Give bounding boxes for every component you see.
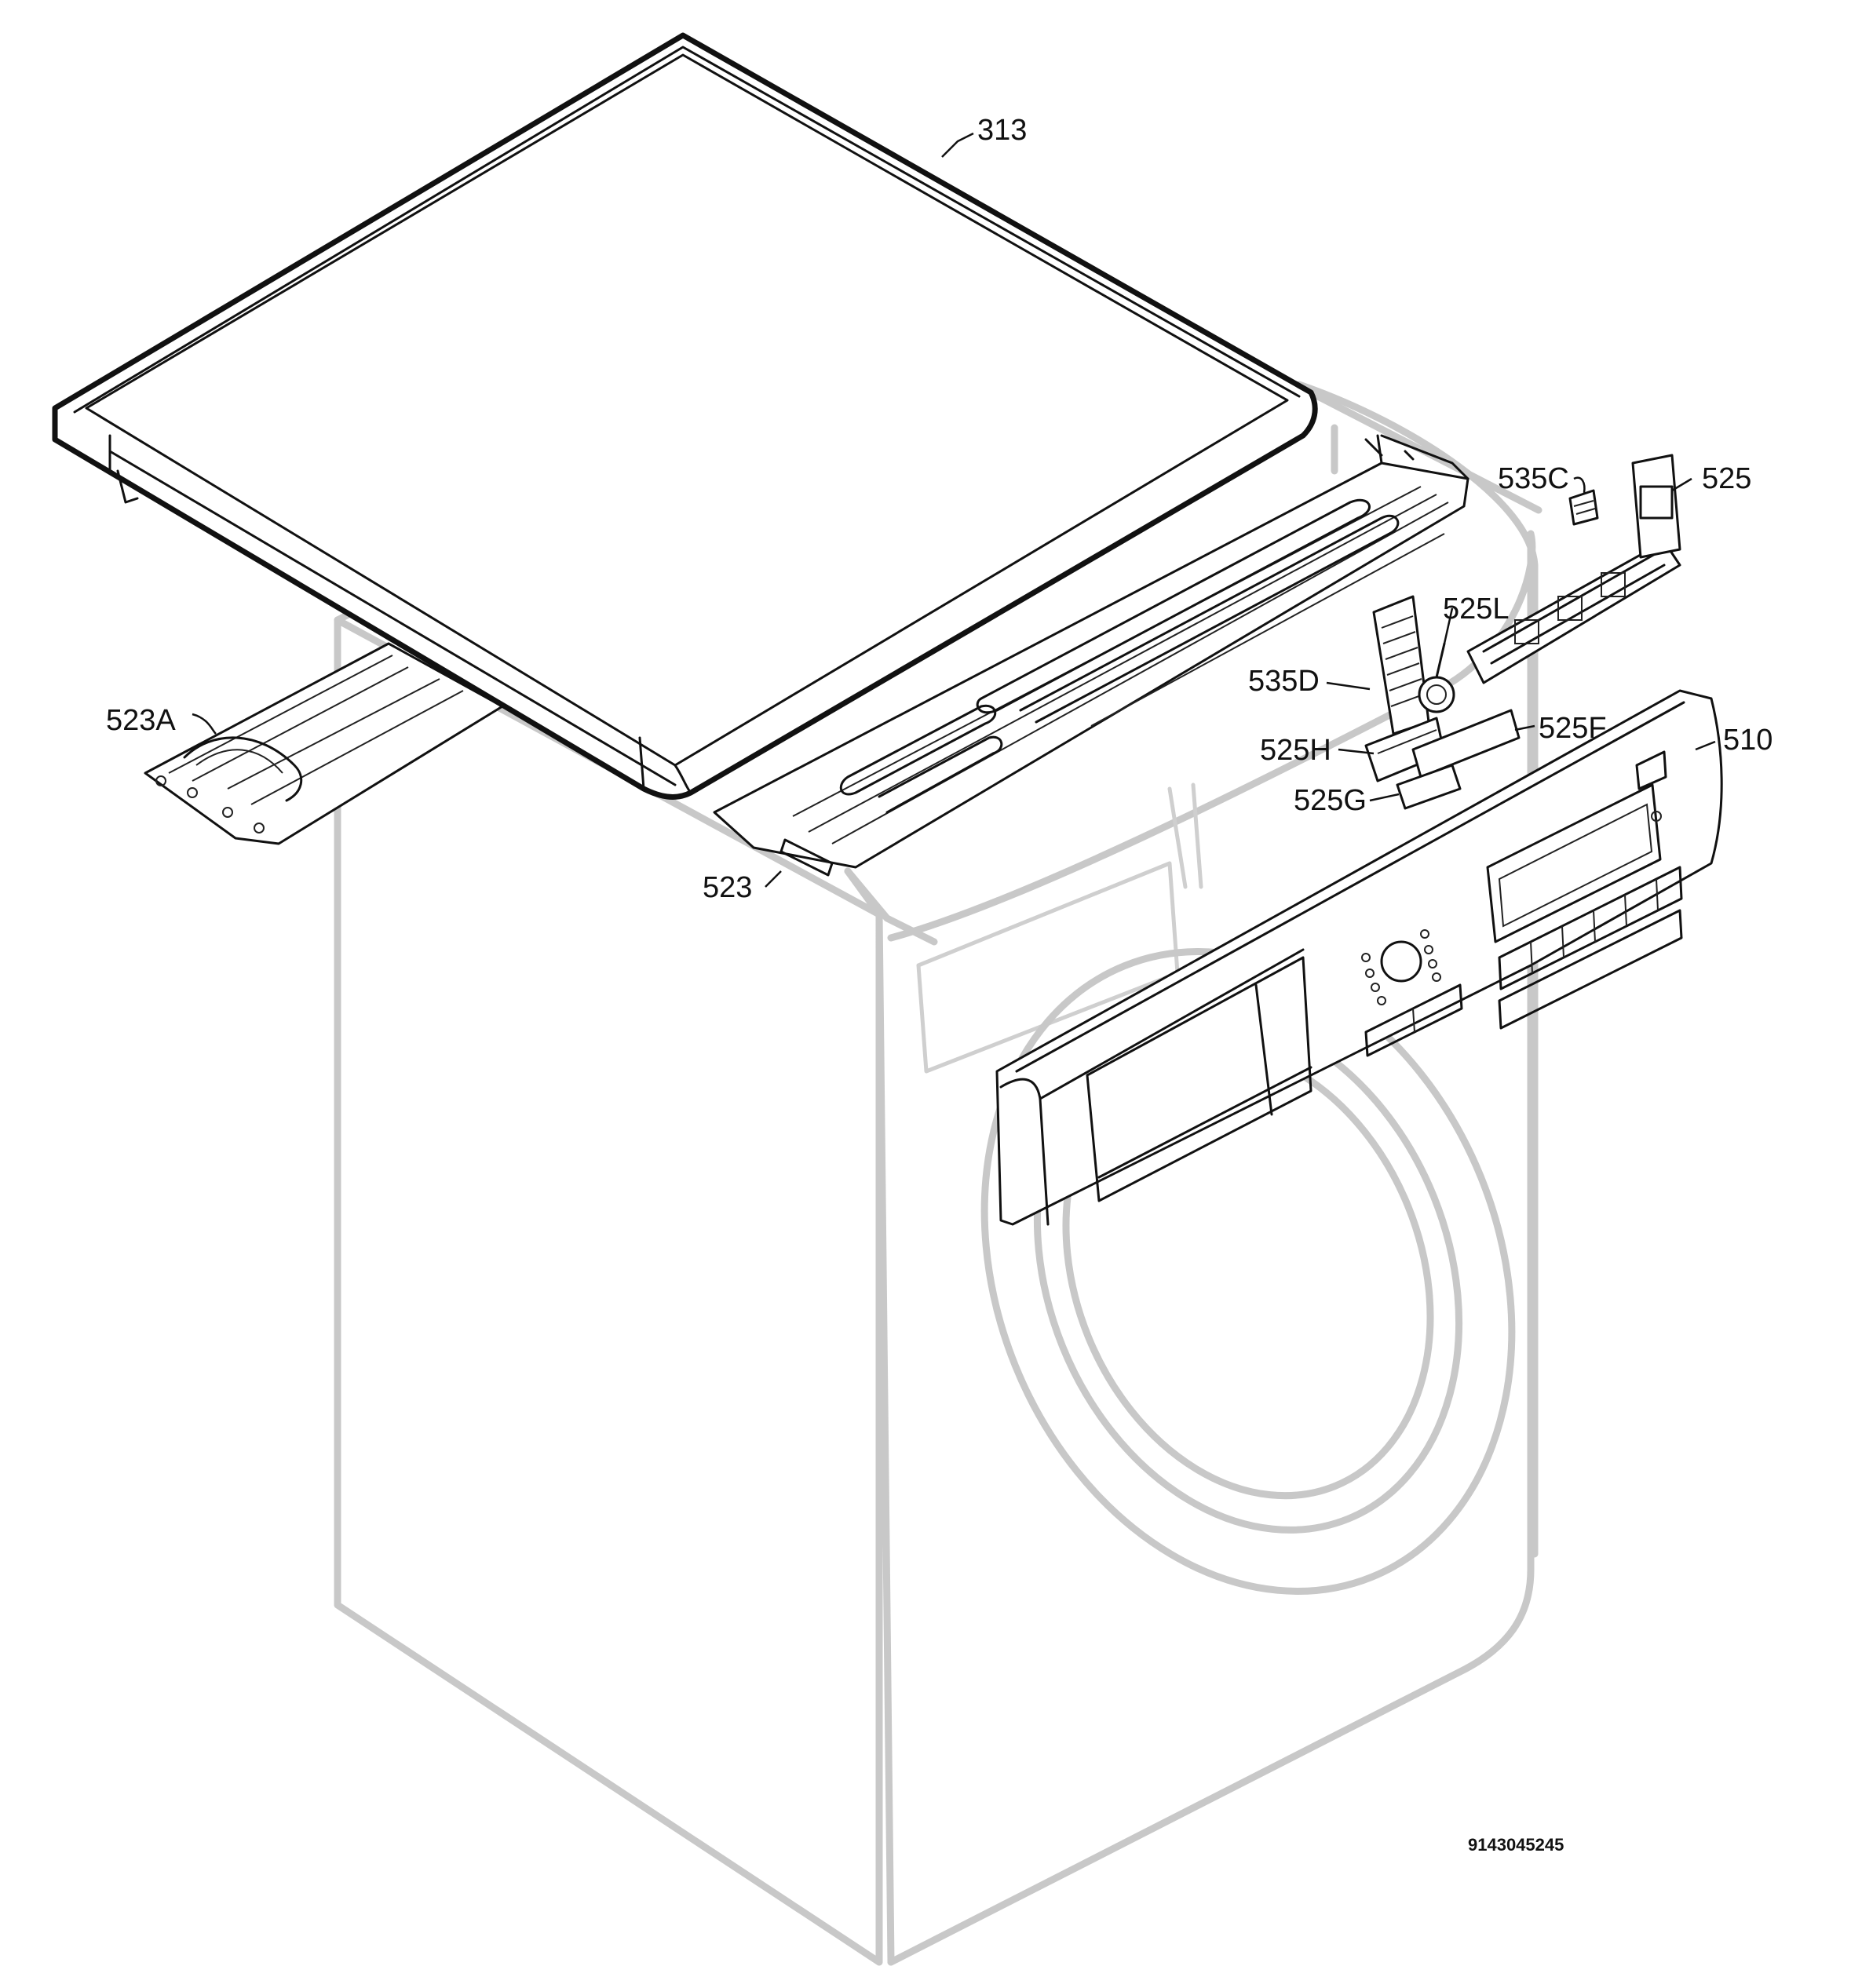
part-523a-rail — [144, 642, 504, 845]
part-535d-lightguide — [1372, 595, 1430, 735]
label-313: 313 — [977, 114, 1027, 147]
label-525: 525 — [1702, 462, 1751, 495]
label-535d: 535D — [1248, 665, 1320, 698]
label-510: 510 — [1723, 724, 1773, 757]
part-525l-knob-encoder — [1418, 642, 1455, 713]
part-535c-connector — [1568, 489, 1599, 526]
label-525g: 525G — [1294, 784, 1367, 817]
label-523a: 523A — [106, 704, 176, 737]
document-id: 9143045245 — [1468, 1835, 1564, 1855]
part-525f-button-strip — [1411, 709, 1521, 779]
callout-labels: 313 535C 525 525L 535D 523A 525F 525H 51… — [106, 114, 1773, 1855]
label-525h: 525H — [1260, 734, 1331, 767]
part-523-rail — [713, 434, 1469, 877]
label-523: 523 — [703, 871, 752, 904]
part-525-control-board — [1466, 454, 1681, 684]
machine-cabinet-ghost — [334, 377, 1542, 1966]
part-313-lid — [52, 32, 1318, 800]
label-535c: 535C — [1498, 462, 1569, 495]
label-525f: 525F — [1539, 712, 1607, 745]
part-510-control-panel — [995, 689, 1723, 1226]
leader-lines — [192, 132, 1716, 888]
part-525g-button-strip — [1396, 764, 1462, 810]
label-525l: 525L — [1443, 593, 1510, 626]
